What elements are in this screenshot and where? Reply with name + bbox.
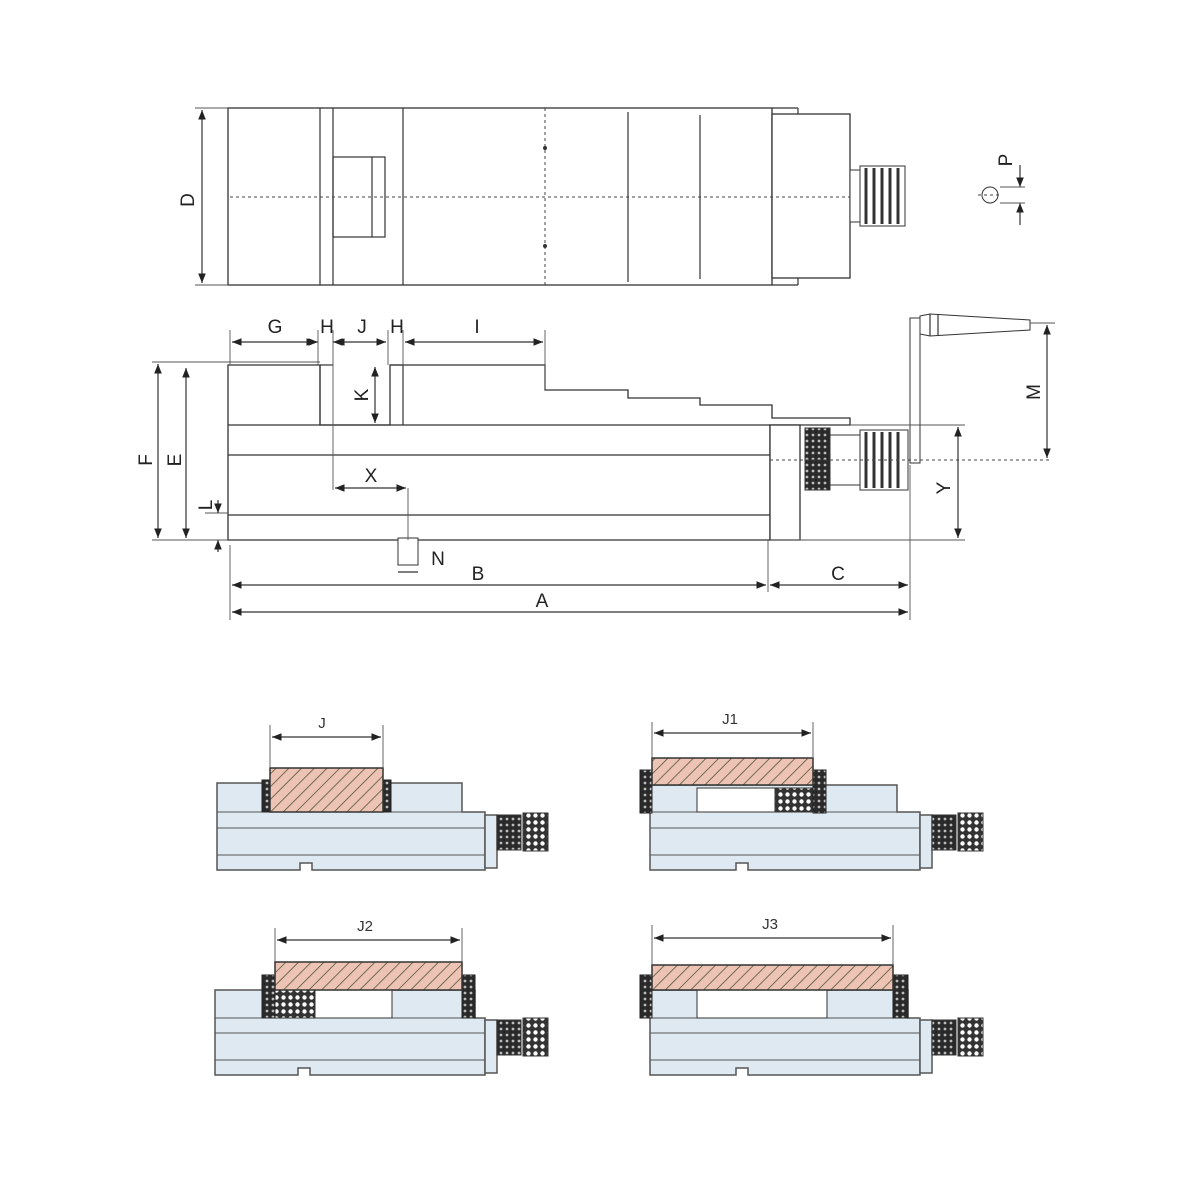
dim-label-L: L	[196, 500, 217, 511]
crank-handle-icon	[909, 313, 1031, 464]
dim-label-K: K	[352, 388, 373, 401]
dim-label-C: C	[831, 564, 845, 585]
dim-label-I: I	[474, 317, 479, 338]
config-label-J1: J1	[722, 711, 738, 728]
config-label-J3: J3	[762, 916, 778, 933]
dim-label-F: F	[136, 454, 157, 466]
dim-label-E: E	[165, 454, 186, 467]
workpiece	[269, 767, 384, 813]
dim-label-B: B	[472, 564, 485, 585]
config-J2: J2	[214, 918, 549, 1076]
top-view: D P	[178, 107, 1025, 286]
workpiece	[651, 757, 814, 786]
config-J3: J3	[639, 916, 984, 1076]
dim-label-P: P	[996, 154, 1017, 167]
dim-label-N: N	[431, 549, 445, 570]
config-label-J2: J2	[357, 918, 373, 935]
spindle-nut-icon	[849, 165, 906, 227]
config-label-J: J	[318, 715, 326, 732]
dim-label-H-left: H	[320, 317, 334, 338]
pin-detail-icon	[978, 165, 1025, 225]
dim-label-H-right: H	[390, 317, 404, 338]
spindle-icon	[804, 427, 909, 491]
dim-label-D: D	[178, 193, 199, 207]
dim-label-J: J	[357, 317, 367, 338]
dim-label-A: A	[536, 591, 549, 612]
config-J1: J1	[639, 711, 984, 871]
dim-label-M: M	[1024, 384, 1045, 400]
workpiece	[274, 961, 463, 991]
side-view: G H J H I K F E L X N B C A Y M	[136, 313, 1055, 620]
config-J: J	[216, 715, 549, 871]
dim-label-X: X	[365, 466, 378, 487]
workpiece	[651, 964, 894, 991]
dim-label-G: G	[268, 317, 283, 338]
dim-label-Y: Y	[934, 481, 955, 494]
